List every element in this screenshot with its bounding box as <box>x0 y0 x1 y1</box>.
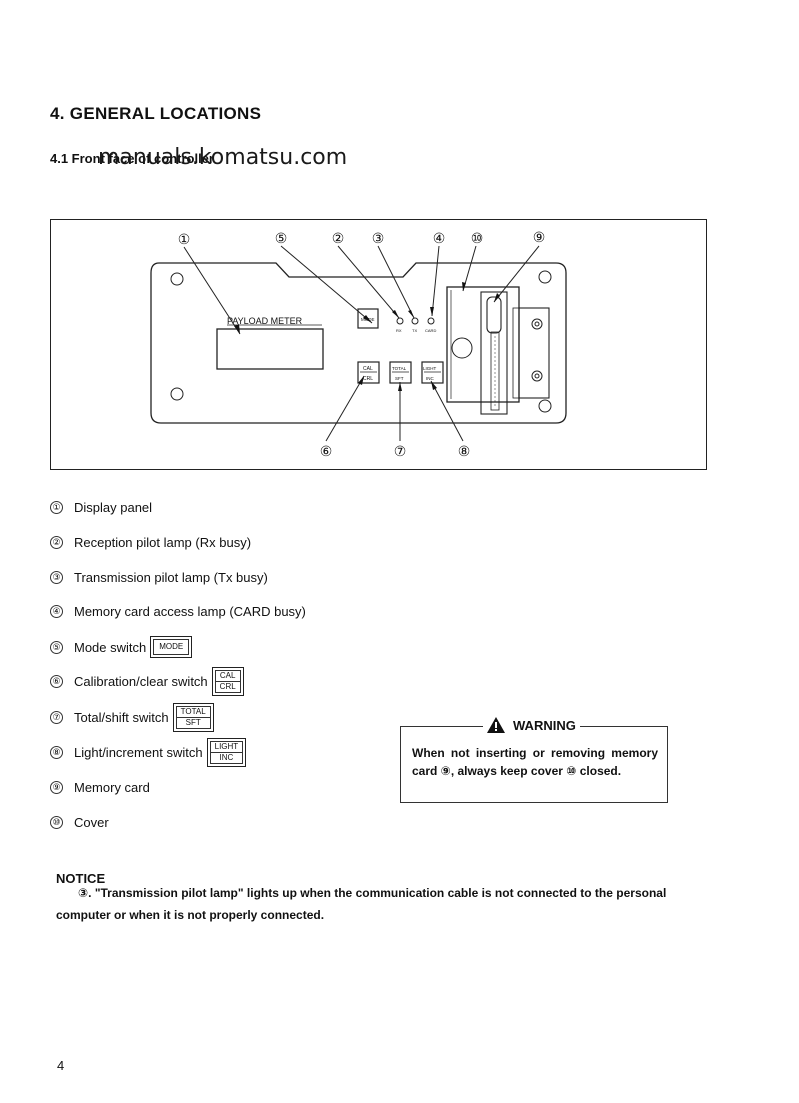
legend-number: ② <box>50 536 63 549</box>
notice-title: NOTICE <box>56 871 106 886</box>
legend-text: Mode switch <box>74 639 147 655</box>
screw-hole <box>170 387 184 401</box>
light-key-bottom-text: INC <box>209 753 244 764</box>
total-key-top: TOTAL <box>392 366 407 371</box>
callout-3: ③ <box>372 230 385 246</box>
legend-number: ③ <box>50 571 63 584</box>
tx-lamp-label: TX <box>412 328 417 333</box>
watermark: manuals.komatsu.com <box>98 145 348 170</box>
legend-item-10: ⑩ Cover <box>50 815 109 830</box>
legend-text: Memory card <box>74 780 150 795</box>
cover-knob <box>451 337 473 359</box>
subsection-heading: 4.1 Front face of controller <box>50 151 214 166</box>
legend-text: Display panel <box>74 500 153 515</box>
warning-title: WARNING <box>513 717 576 733</box>
bracket-screw <box>531 318 543 330</box>
callout-2: ② <box>332 230 345 246</box>
legend-item-3: ③ Transmission pilot lamp (Tx busy) <box>50 570 268 585</box>
legend-item-5: ⑤ Mode switch MODE <box>50 636 193 658</box>
legend-item-9: ⑨ Memory card <box>50 780 150 795</box>
warning-triangle-icon <box>487 717 505 733</box>
legend-number: ① <box>50 501 63 514</box>
screw-hole <box>538 399 552 413</box>
cal-key-top: CAL <box>363 366 373 372</box>
light-key-top-text: LIGHT <box>209 741 244 753</box>
cal-key-bottom: CRL <box>363 376 373 382</box>
callout-8: ⑧ <box>458 443 471 459</box>
tx-lamp <box>411 317 419 325</box>
light-key-bottom: INC <box>426 376 435 381</box>
legend-text: Reception pilot lamp (Rx busy) <box>74 535 252 550</box>
legend-number: ⑧ <box>50 746 63 759</box>
legend-number: ⑦ <box>50 711 63 724</box>
warning-box: WARNING When not inserting or removing m… <box>400 717 668 803</box>
display-label: PAYLOAD METER <box>227 316 303 326</box>
bracket-screw <box>531 370 543 382</box>
legend-text: Cover <box>74 815 109 830</box>
card-lamp-label: CARD <box>425 328 436 333</box>
callout-4: ④ <box>433 230 446 246</box>
screw-hole <box>538 270 552 284</box>
memory-card-slot <box>480 291 508 415</box>
controller-drawing: PAYLOAD METER MODE RX TX CARD CAL CRL TO… <box>150 229 567 459</box>
card-lamp <box>427 317 435 325</box>
legend-text: Total/shift switch <box>74 710 169 725</box>
section-heading: 4. GENERAL LOCATIONS <box>50 104 262 123</box>
rx-lamp <box>396 317 404 325</box>
callout-1: ① <box>178 231 191 247</box>
total-key-top-text: TOTAL <box>175 706 211 718</box>
callout-5: ⑤ <box>275 230 288 246</box>
legend-text: Light/increment switch <box>74 745 203 760</box>
callout-7: ⑦ <box>394 443 407 459</box>
page-number: 4 <box>57 1058 65 1073</box>
callout-9: ⑨ <box>533 229 546 245</box>
display-window <box>216 328 324 370</box>
legend-text: Transmission pilot lamp (Tx busy) <box>74 570 268 585</box>
warning-header: WARNING <box>483 717 580 733</box>
controller-figure: PAYLOAD METER MODE RX TX CARD CAL CRL TO… <box>50 219 707 470</box>
cover <box>446 286 520 403</box>
legend-number: ⑨ <box>50 781 63 794</box>
cal-switch <box>357 361 380 384</box>
screw-hole <box>170 272 184 286</box>
legend-number: ⑥ <box>50 675 63 688</box>
legend-number: ⑩ <box>50 816 63 829</box>
warning-text: When not inserting or removing memory ca… <box>412 746 658 778</box>
notice-text: ③. "Transmission pilot lamp" lights up w… <box>56 886 667 922</box>
memory-card <box>486 296 502 334</box>
legend-item-1: ① Display panel <box>50 500 152 515</box>
mode-key-icon: MODE <box>150 636 193 658</box>
legend-item-2: ② Reception pilot lamp (Rx busy) <box>50 535 251 550</box>
legend-number: ④ <box>50 605 63 618</box>
callout-10: ⑩ <box>471 230 484 246</box>
legend-item-4: ④ Memory card access lamp (CARD busy) <box>50 604 306 619</box>
total-key-bottom: SFT <box>395 376 404 381</box>
mode-switch <box>357 308 379 329</box>
cal-key-bottom-text: CRL <box>214 682 241 693</box>
panel-outline <box>150 262 567 424</box>
callout-6: ⑥ <box>320 443 333 459</box>
legend-text: Calibration/clear switch <box>74 674 208 689</box>
legend-number: ⑤ <box>50 640 63 654</box>
cal-key-top-text: CAL <box>214 670 241 682</box>
mode-key-text: MODE <box>153 639 190 655</box>
rx-lamp-label: RX <box>396 328 402 333</box>
light-key-top: LIGHT <box>423 366 437 371</box>
card-bracket <box>518 307 550 399</box>
legend-text: Memory card access lamp (CARD busy) <box>74 604 306 619</box>
total-key-bottom-text: SFT <box>175 718 211 729</box>
